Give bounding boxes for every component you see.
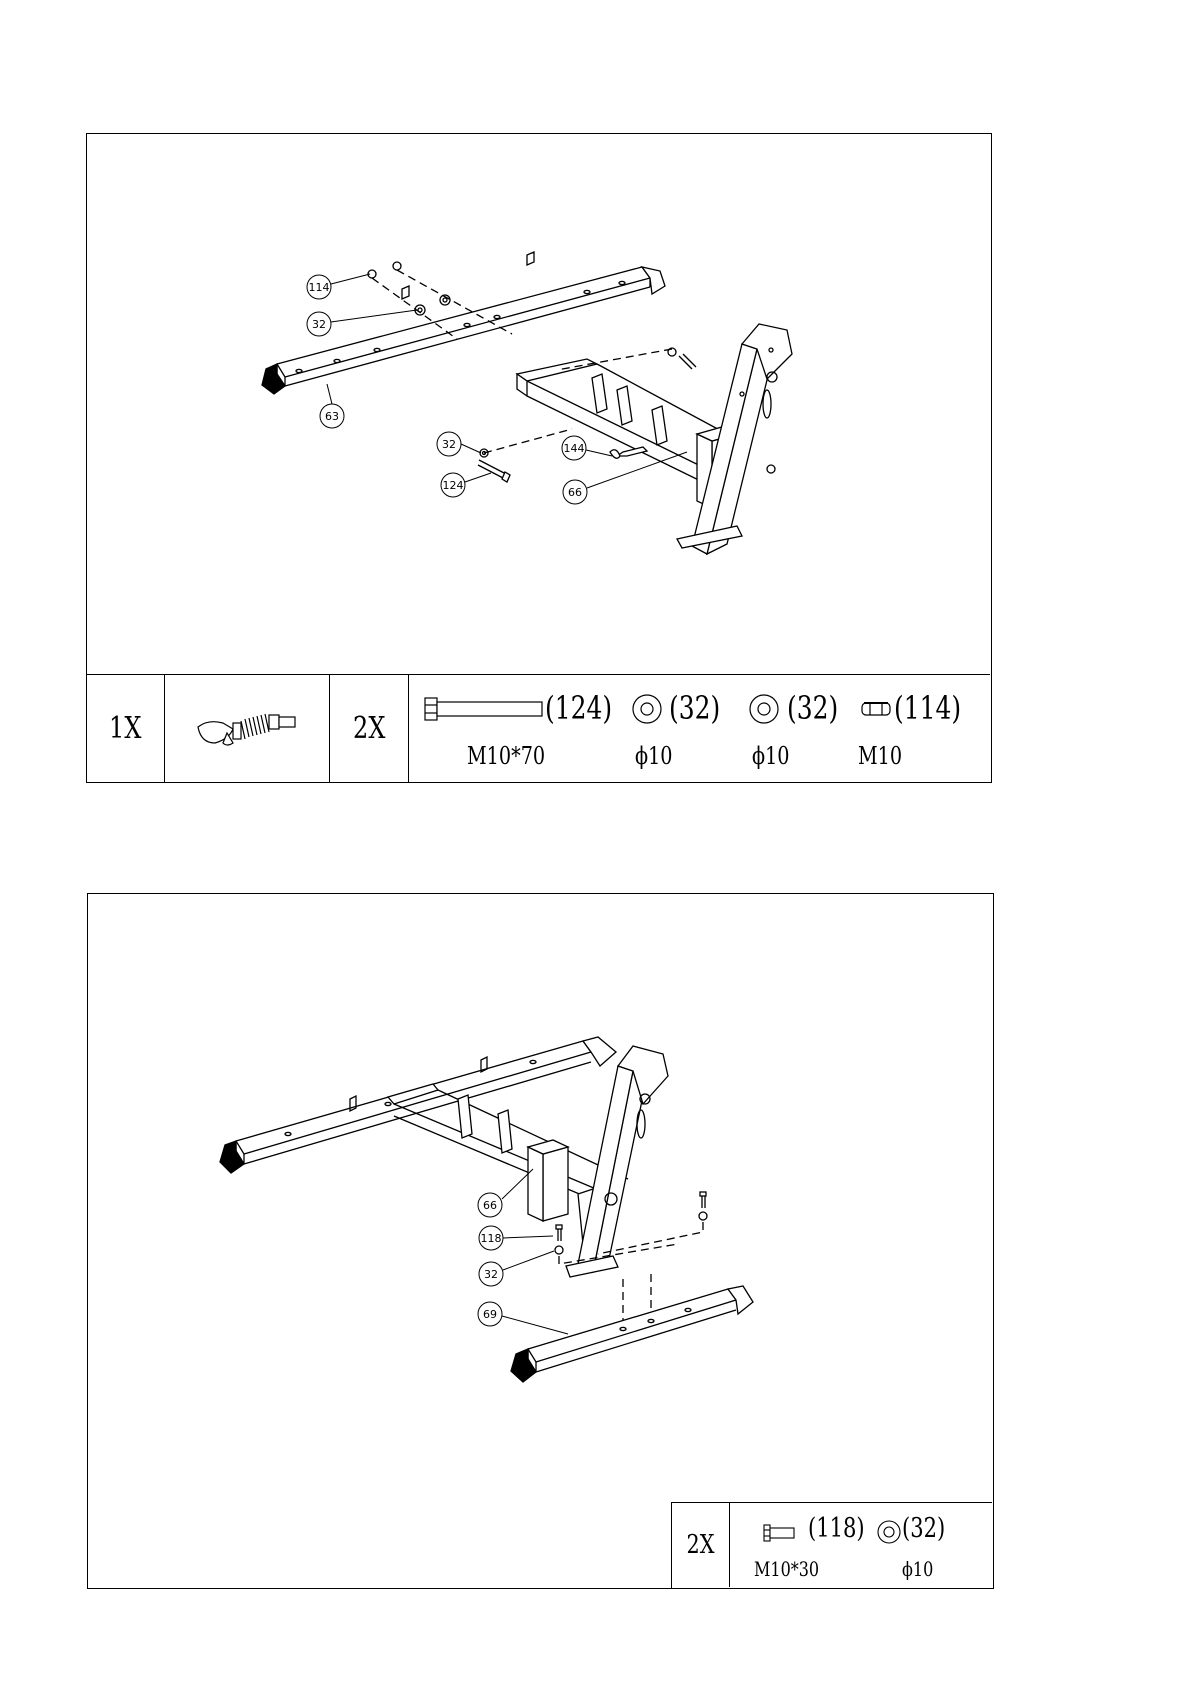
- callout-63: 63: [325, 410, 339, 423]
- part-label-114: (114): [894, 689, 961, 727]
- bolt-124: [478, 460, 510, 482]
- callout-144: 144: [564, 442, 585, 455]
- callout-32: 32: [484, 1268, 498, 1281]
- qty-cell-2x: 2X: [330, 675, 409, 782]
- base-69: [511, 1286, 753, 1382]
- washer-icon: [633, 695, 661, 723]
- parts-table-step2: 2X (118) M10*30 (32) ϕ10: [671, 1502, 992, 1588]
- pop-pin-icon: [165, 675, 330, 782]
- nut-114: [368, 262, 401, 278]
- part-spec-phi10b: ϕ10: [752, 742, 790, 770]
- pop-pin-144: [610, 447, 647, 458]
- part-spec-m10x30: M10*30: [754, 1557, 819, 1581]
- callout-124: 124: [443, 479, 464, 492]
- qty-2x: 2X: [686, 1530, 714, 1560]
- washer-icon: [750, 695, 778, 723]
- callout-32-lower: 32: [442, 438, 456, 451]
- part-spec-phi10: ϕ10: [902, 1557, 933, 1581]
- washer-icon: [878, 1521, 900, 1543]
- qty-cell-2x: 2X: [672, 1503, 730, 1587]
- part-label-124: (124): [545, 689, 612, 727]
- callout-118: 118: [481, 1232, 502, 1245]
- bolt-icon: [425, 698, 542, 720]
- callout-66: 66: [483, 1199, 497, 1212]
- assembly-step-1: 114 32 63 32 124 144 66 1X 2X: [86, 133, 992, 783]
- qty-1x: 1X: [109, 711, 141, 746]
- part-spec-m10: M10: [858, 742, 902, 770]
- step2-drawing: 66 118 32 69: [88, 894, 992, 1588]
- part-spec-phi10: ϕ10: [635, 742, 673, 770]
- part-label-32: (32): [669, 689, 720, 727]
- assembly-step-2: 66 118 32 69 2X (118) M10*30 (32) ϕ10: [87, 893, 994, 1589]
- part-spec-m10x70: M10*70: [467, 742, 545, 770]
- bolt-icon: [764, 1525, 794, 1541]
- callout-69: 69: [483, 1308, 497, 1321]
- upright-post: [566, 1046, 668, 1277]
- part-label-118: (118): [808, 1513, 865, 1544]
- part-label-32: (32): [902, 1513, 945, 1544]
- nut-icon: [862, 703, 890, 715]
- step1-drawing: 114 32 63 32 124 144 66: [87, 134, 990, 674]
- callout-66: 66: [568, 486, 582, 499]
- bolt-upper-right: [668, 348, 696, 369]
- callout-32: 32: [312, 318, 326, 331]
- callout-114: 114: [309, 281, 330, 294]
- qty-2x: 2X: [353, 711, 385, 746]
- pop-pin-cell: [165, 675, 330, 782]
- main-frame-66: [517, 359, 737, 508]
- upright-post: [677, 324, 792, 554]
- qty-cell-1x: 1X: [87, 675, 165, 782]
- screw-118: [555, 1192, 707, 1254]
- part-label-32b: (32): [787, 689, 838, 727]
- parts-table-step1: 1X 2X: [87, 674, 990, 782]
